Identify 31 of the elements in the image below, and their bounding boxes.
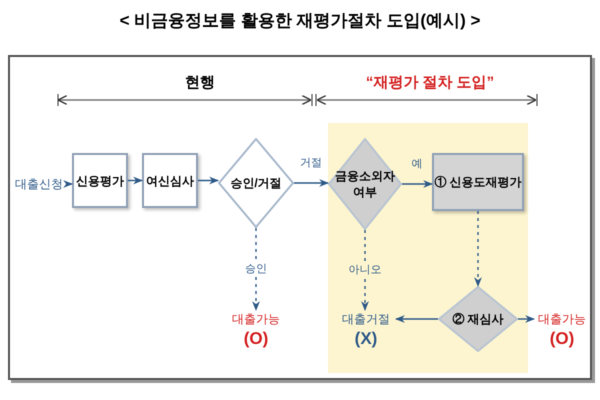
process-box xyxy=(142,153,198,208)
arrow xyxy=(474,211,482,287)
process-label: ① 신용도재평가 xyxy=(434,174,522,190)
arrow xyxy=(518,315,535,323)
highlight-panel xyxy=(328,123,528,373)
arrow xyxy=(128,176,143,184)
process-box xyxy=(72,153,128,208)
outcome-label: 대출가능 xyxy=(538,311,586,328)
start-label: 대출신청 xyxy=(15,176,63,193)
title: < 비금융정보를 활용한 재평가절차 도입(예시) > xyxy=(120,10,480,32)
edge-label: 거절 xyxy=(298,156,324,170)
outcome-mark: (X) xyxy=(354,328,378,350)
decision-label: 승인/거절 xyxy=(230,175,282,191)
edge-label: 아니오 xyxy=(346,263,384,277)
edge-label: 승인 xyxy=(243,262,269,276)
process-label: 여신심사 xyxy=(146,172,194,188)
process-label: 신용평가 xyxy=(76,172,124,188)
section-heading: 현행 xyxy=(184,73,216,93)
outcome-mark: (O) xyxy=(550,328,574,350)
arrow xyxy=(402,180,433,188)
outcome-label: 대출거절 xyxy=(342,311,390,328)
process-box xyxy=(432,153,524,211)
arrow xyxy=(63,180,73,188)
arrow xyxy=(294,179,329,187)
outcome-label: 대출가능 xyxy=(232,311,280,328)
arrow xyxy=(198,176,219,184)
arrow xyxy=(395,315,438,323)
decision-label: 금융소외자 여부 xyxy=(334,168,396,200)
outcome-mark: (O) xyxy=(244,328,268,350)
section-heading: “재평가 절차 도입” xyxy=(364,73,496,93)
decision-label: ② 재심사 xyxy=(452,311,504,327)
